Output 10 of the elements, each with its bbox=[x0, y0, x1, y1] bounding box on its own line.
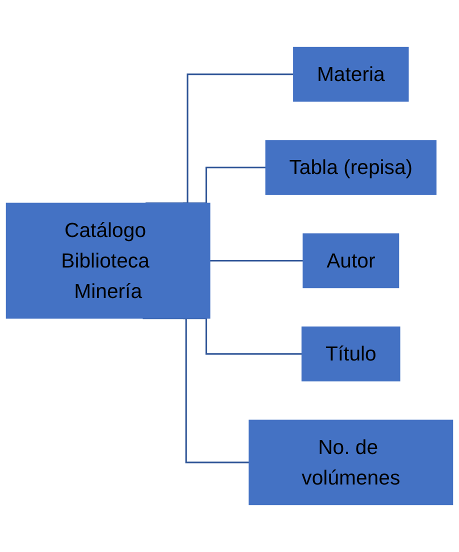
connector bbox=[183, 166, 266, 204]
node-box: Materia bbox=[293, 46, 409, 102]
connector bbox=[146, 74, 294, 204]
node-box: Autor bbox=[302, 233, 400, 288]
connector bbox=[210, 260, 304, 262]
node-box: Tabla (repisa) bbox=[265, 140, 436, 195]
node-box: Título bbox=[302, 326, 400, 382]
node-box: Catálogo Biblioteca Minería bbox=[6, 202, 210, 319]
connector bbox=[142, 318, 250, 464]
node-box: No. de volúmenes bbox=[248, 420, 454, 506]
